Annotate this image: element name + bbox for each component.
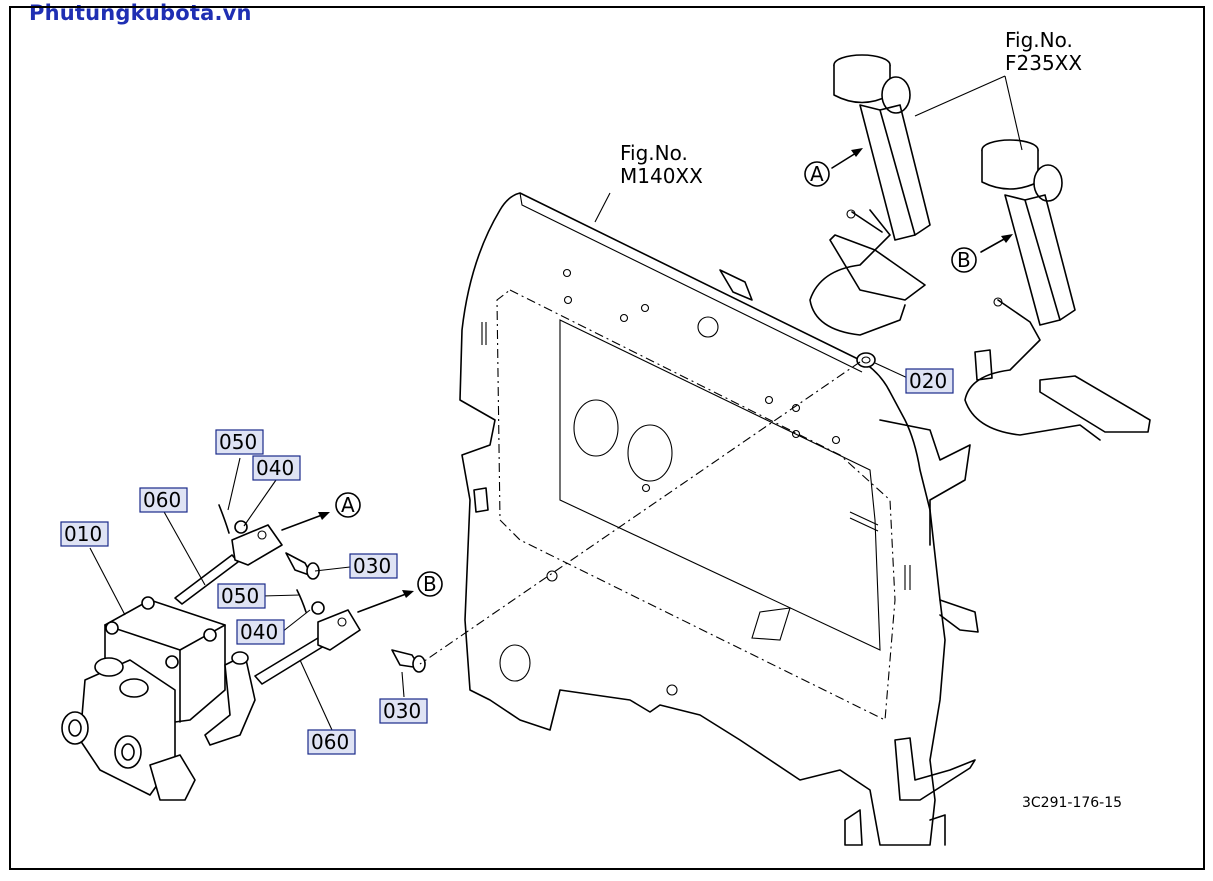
master-cylinder-drawing <box>61 596 256 801</box>
svg-text:040: 040 <box>240 620 278 644</box>
fig-ref-number: M140XX <box>620 164 703 188</box>
svg-text:020: 020 <box>909 369 947 393</box>
callout-050-upper[interactable]: 050 <box>215 429 264 455</box>
push-rod-lower-drawing <box>254 589 426 685</box>
marker-b-pedal: B <box>951 247 977 273</box>
callout-020[interactable]: 020 <box>905 368 954 394</box>
svg-text:A: A <box>810 162 824 186</box>
svg-text:B: B <box>957 248 971 272</box>
callout-050-lower[interactable]: 050 <box>217 583 266 609</box>
svg-text:050: 050 <box>219 430 257 454</box>
svg-text:010: 010 <box>64 522 102 546</box>
svg-text:B: B <box>423 572 437 596</box>
fig-ref-number: F235XX <box>1005 51 1082 75</box>
callout-030-lower[interactable]: 030 <box>379 698 428 724</box>
callout-010[interactable]: 010 <box>60 521 109 547</box>
nut-020-drawing <box>856 352 876 368</box>
svg-text:030: 030 <box>353 554 391 578</box>
push-rod-upper-drawing <box>174 504 320 605</box>
svg-text:A: A <box>341 493 355 517</box>
fig-ref-label: Fig.No. <box>620 141 688 165</box>
callout-040-upper[interactable]: 040 <box>252 455 301 481</box>
svg-text:050: 050 <box>221 584 259 608</box>
brake-pedal-b-drawing <box>964 139 1151 441</box>
drawing-number: 3C291-176-15 <box>1022 795 1122 811</box>
svg-text:030: 030 <box>383 699 421 723</box>
callout-060-upper[interactable]: 060 <box>139 487 188 513</box>
diagram-frame <box>9 6 1205 870</box>
svg-text:060: 060 <box>311 730 349 754</box>
leader-lines <box>89 75 1023 731</box>
callout-060-lower[interactable]: 060 <box>307 729 356 755</box>
fig-ref-label: Fig.No. <box>1005 28 1073 52</box>
site-watermark: Phutungkubota.vn <box>29 1 252 25</box>
callout-030-upper[interactable]: 030 <box>349 553 398 579</box>
marker-b-cylinder: B <box>417 571 443 597</box>
callout-040-lower[interactable]: 040 <box>236 619 285 645</box>
brake-pedal-a-drawing <box>809 54 931 336</box>
panel-frame-drawing <box>459 192 979 846</box>
svg-text:040: 040 <box>256 456 294 480</box>
marker-a-pedal: A <box>804 161 830 187</box>
svg-text:060: 060 <box>143 488 181 512</box>
fig-ref-f235xx: Fig.No. F235XX <box>1005 28 1082 75</box>
marker-a-cylinder: A <box>335 492 361 518</box>
fig-ref-m140xx: Fig.No. M140XX <box>620 141 703 188</box>
